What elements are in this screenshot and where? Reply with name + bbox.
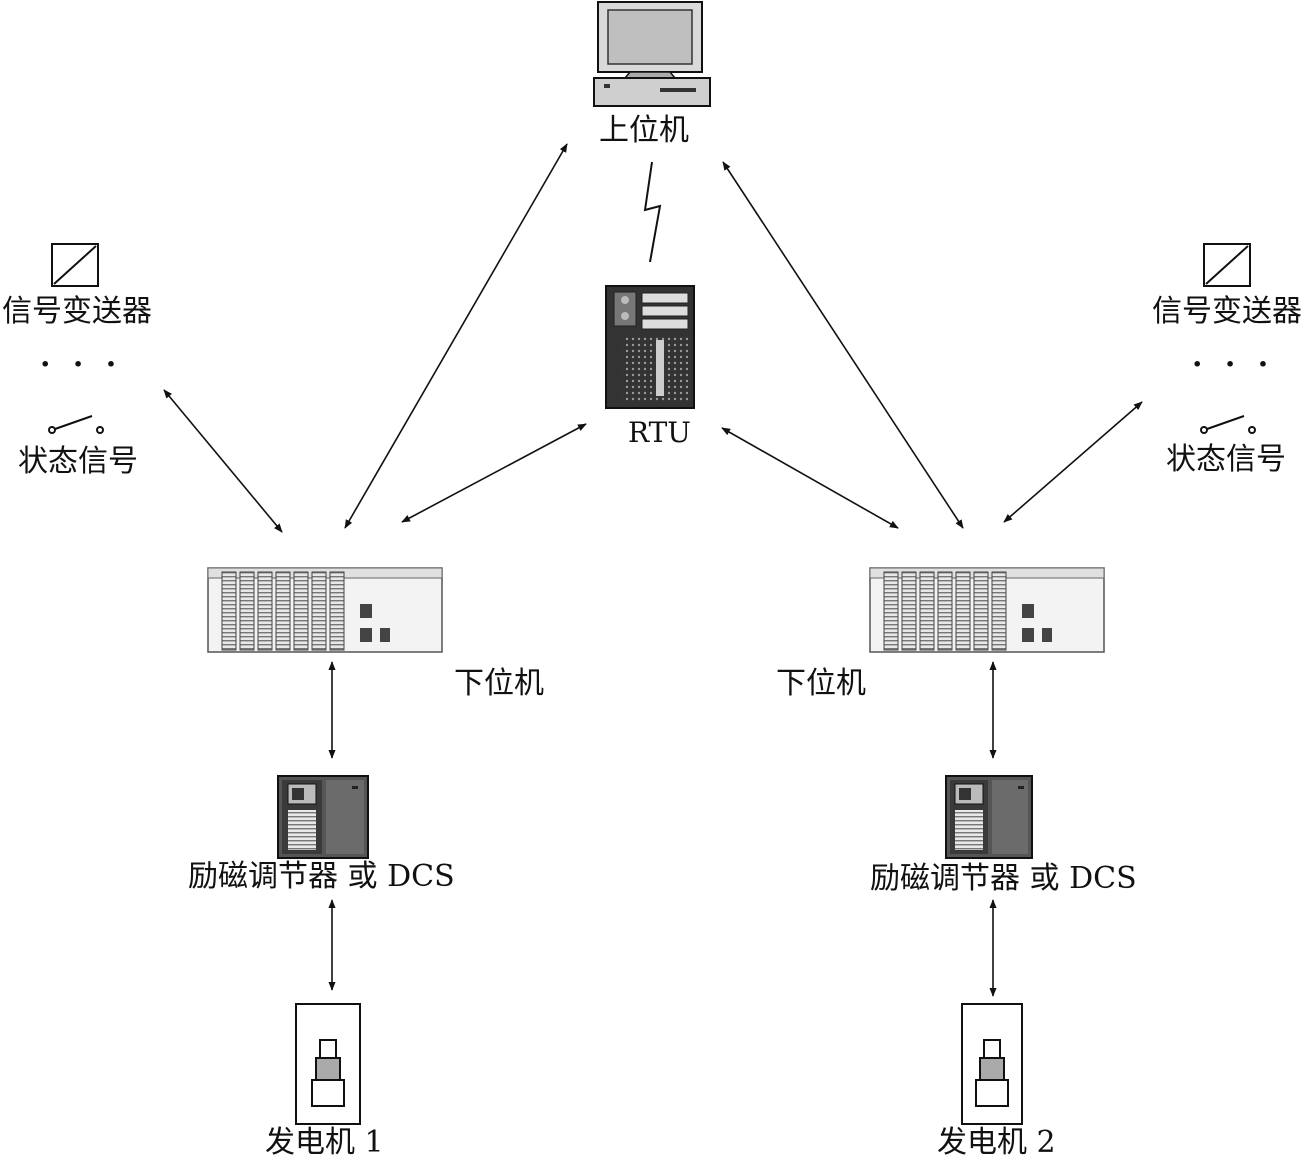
generator-left-icon xyxy=(295,1003,361,1125)
regulator-left-label: 励磁调节器 或 DCS xyxy=(188,859,455,894)
arrow-signals-lower-right xyxy=(1003,401,1143,523)
signal-transmitter-left-icon xyxy=(51,243,99,287)
ellipsis-right: · · · xyxy=(1192,347,1275,382)
arrow-signals-lower-left xyxy=(163,389,283,533)
host-label: 上位机 xyxy=(599,113,689,148)
plc-rack-left-icon xyxy=(207,567,443,653)
generator-left-label: 发电机 1 xyxy=(265,1125,384,1160)
lower-right-label: 下位机 xyxy=(776,666,866,701)
plc-rack-right-icon xyxy=(869,567,1105,653)
status-left-label: 状态信号 xyxy=(18,444,138,479)
wireless-link-icon xyxy=(643,161,662,263)
signal-transmitter-right-icon xyxy=(1203,243,1251,287)
status-right-label: 状态信号 xyxy=(1166,442,1286,477)
excitation-regulator-right-icon xyxy=(945,775,1033,859)
ellipsis-left: · · · xyxy=(40,347,123,382)
generator-right-label: 发电机 2 xyxy=(937,1125,1056,1160)
host-computer-icon xyxy=(593,1,711,107)
arrow-rtu-lower-right xyxy=(721,427,899,529)
excitation-regulator-left-icon xyxy=(277,775,369,859)
arrow-host-lower-left xyxy=(344,143,568,529)
generator-right-icon xyxy=(961,1003,1023,1125)
rtu-label: RTU xyxy=(628,416,691,449)
transmitter-left-label: 信号变送器 xyxy=(2,294,152,329)
rtu-device-icon xyxy=(605,285,695,409)
transmitter-right-label: 信号变送器 xyxy=(1152,294,1302,329)
arrow-host-lower-right xyxy=(722,161,964,529)
regulator-right-label: 励磁调节器 或 DCS xyxy=(870,861,1137,896)
arrow-rtu-lower-left xyxy=(401,423,587,523)
status-switch-left-icon xyxy=(48,415,104,434)
lower-left-label: 下位机 xyxy=(454,666,544,701)
status-switch-right-icon xyxy=(1200,415,1256,434)
